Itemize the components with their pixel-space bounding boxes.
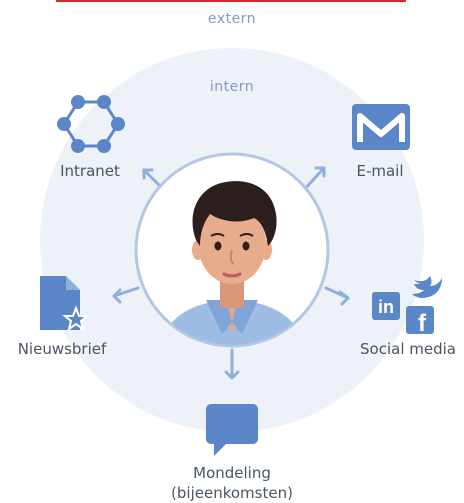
extern-label: extern [207, 11, 257, 27]
arrow-newsletter [112, 286, 140, 304]
mail-icon [352, 104, 410, 150]
mondeling-label: Mondeling [193, 464, 271, 482]
speech-bubble-icon [206, 404, 258, 456]
mondeling-sublabel: (bijeenkomsten) [171, 484, 293, 502]
arrow-mondeling [224, 348, 240, 380]
document-star-icon [40, 276, 90, 332]
intern-label: intern [209, 79, 255, 95]
social-media-label: Social media [360, 340, 456, 358]
svg-text:f: f [418, 310, 427, 337]
svg-text:in: in [378, 297, 394, 317]
arrows [112, 166, 350, 380]
twitter-icon [412, 276, 442, 298]
intranet-label: Intranet [60, 162, 120, 180]
person-avatar-icon [134, 152, 330, 348]
arrow-social [324, 286, 350, 306]
accent-line [56, 0, 406, 2]
network-icon [57, 95, 125, 153]
linkedin-icon: in [372, 292, 400, 320]
email-label: E-mail [356, 162, 404, 180]
newsletter-label: Nieuwsbrief [17, 340, 107, 358]
facebook-icon: f [406, 306, 434, 337]
